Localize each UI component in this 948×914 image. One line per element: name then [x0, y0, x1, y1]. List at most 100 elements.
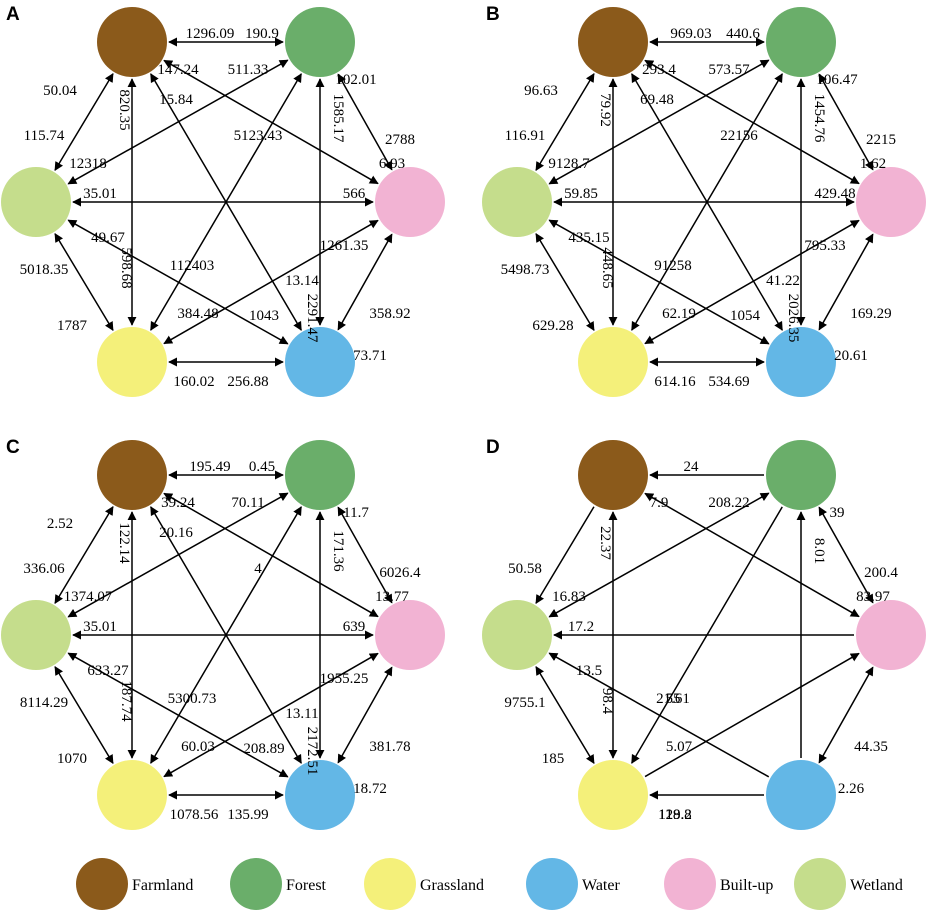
transition-value: 50.58 — [508, 561, 542, 577]
transition-value: 2788 — [385, 132, 415, 148]
transition-value: 79.92 — [597, 93, 613, 127]
nodes — [482, 440, 926, 830]
nodes — [482, 7, 926, 397]
transition-value: 112403 — [170, 258, 214, 274]
transition-value: 13.14 — [285, 273, 319, 289]
node-grassland — [97, 327, 167, 397]
transition-value: 5123.43 — [234, 128, 283, 144]
transition-value: 11.7 — [343, 505, 369, 521]
transition-value: 39.24 — [161, 495, 195, 511]
transition-value: 115.74 — [24, 128, 65, 144]
transition-edge — [337, 73, 393, 171]
legend-label: Wetland — [850, 877, 903, 894]
transition-value: 39 — [830, 505, 845, 521]
transition-edge — [54, 232, 114, 332]
transition-value: 256.88 — [227, 374, 268, 390]
transition-value: 6026.4 — [379, 565, 421, 581]
node-wetland — [1, 167, 71, 237]
transition-value: 59.85 — [564, 186, 598, 202]
legend-label: Grassland — [420, 877, 484, 894]
legend-label: Farmland — [132, 877, 193, 894]
transition-value: 1078.56 — [170, 807, 219, 823]
legend-swatch-farmland — [76, 858, 128, 910]
transition-value: 118.8 — [658, 807, 691, 823]
transition-value: 1787 — [57, 318, 88, 334]
transition-value: 200.4 — [864, 565, 898, 581]
transition-value: 35.01 — [83, 619, 117, 635]
transition-value: 795.33 — [804, 238, 845, 254]
transition-value: 13.77 — [375, 589, 409, 605]
legend-swatch-grassland — [364, 858, 416, 910]
transition-value: 129.2 — [658, 807, 692, 823]
transition-value: 185 — [542, 751, 565, 767]
node-grassland — [578, 760, 648, 830]
transition-value: 1374.07 — [64, 589, 113, 605]
node-forest — [766, 7, 836, 77]
transition-value: 12318 — [69, 156, 107, 172]
nodes — [1, 440, 445, 830]
node-built-up — [375, 600, 445, 670]
panel-label: A — [6, 4, 20, 25]
edges — [535, 37, 874, 367]
transition-value: 55 — [666, 691, 681, 707]
transition-value: 44.35 — [854, 739, 888, 755]
node-farmland — [97, 440, 167, 510]
transition-value: 22156 — [720, 128, 758, 144]
transition-value: 435.15 — [568, 230, 609, 246]
transition-value: 15.84 — [159, 92, 193, 108]
node-water — [285, 327, 355, 397]
transition-value: 69.48 — [640, 92, 674, 108]
transition-value: 13.5 — [576, 663, 602, 679]
transition-value: 1454.76 — [811, 94, 827, 143]
node-wetland — [1, 600, 71, 670]
transition-edge — [337, 506, 393, 604]
node-water — [766, 327, 836, 397]
legend-swatch-water — [526, 858, 578, 910]
transition-value: 190.9 — [245, 26, 279, 42]
transition-value: 16.83 — [552, 589, 586, 605]
transition-value: 83.97 — [856, 589, 890, 605]
legend-swatch-built-up — [664, 858, 716, 910]
transition-value: 5018.35 — [20, 262, 69, 278]
legend-label: Water — [582, 877, 620, 894]
transition-value: 2172.51 — [304, 727, 320, 776]
transition-value: 2026.35 — [785, 294, 801, 343]
transition-value: 566 — [343, 186, 366, 202]
transition-value: 1043 — [249, 308, 279, 324]
transition-edge — [337, 666, 393, 764]
transition-edge — [818, 73, 874, 171]
transition-value: 17.2 — [568, 619, 594, 635]
transition-value: 7.9 — [650, 495, 669, 511]
transition-value: 820.35 — [116, 89, 132, 130]
transition-value: 1955.25 — [320, 671, 369, 687]
legend-swatch-forest — [230, 858, 282, 910]
transition-value: 6.93 — [379, 156, 405, 172]
transition-value: 8.01 — [811, 538, 827, 564]
node-grassland — [578, 327, 648, 397]
transition-value: 70.11 — [231, 495, 264, 511]
transition-value: 0.45 — [249, 459, 275, 475]
transition-value: 62.19 — [662, 306, 696, 322]
node-built-up — [856, 600, 926, 670]
transition-value: 1070 — [57, 751, 87, 767]
transition-value: 41.22 — [766, 273, 800, 289]
transition-value: 429.48 — [814, 186, 855, 202]
legend-label: Built-up — [720, 877, 773, 894]
panel-label: C — [6, 437, 20, 458]
transition-value: 448.65 — [599, 247, 615, 288]
node-wetland — [482, 167, 552, 237]
transition-value: 187.74 — [118, 680, 134, 722]
transition-value: 639 — [343, 619, 366, 635]
nodes — [1, 7, 445, 397]
transition-value: 208.22 — [708, 495, 749, 511]
transition-value: 4 — [254, 561, 262, 577]
transition-value: 8114.29 — [20, 695, 68, 711]
transition-value: 50.04 — [43, 83, 77, 99]
